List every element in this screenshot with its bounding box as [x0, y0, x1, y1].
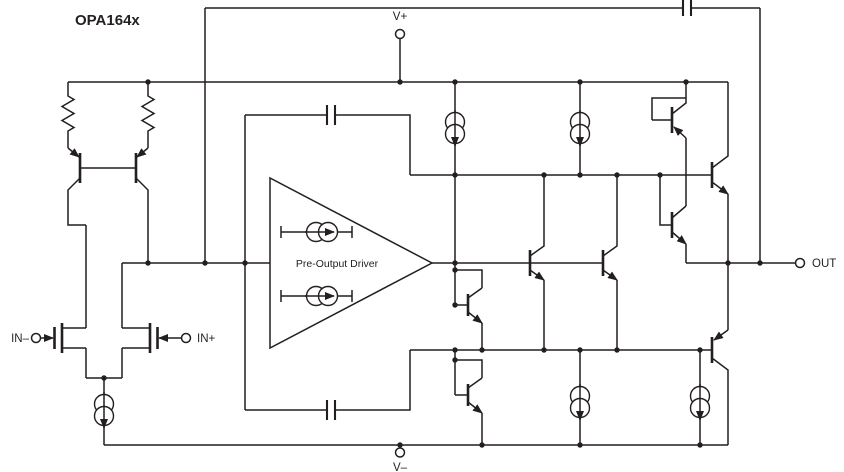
compensation-capacitor [681, 0, 693, 16]
page-title: OPA164x [75, 12, 140, 29]
amplifier-triangle [269, 176, 434, 350]
in-minus-label: IN– [11, 333, 30, 345]
miller-compensation [204, 0, 761, 263]
load-resistor-left [60, 82, 76, 148]
out-terminal [794, 257, 806, 269]
diode-transistor-upper [455, 269, 483, 350]
cascode-transistor-right [134, 147, 149, 263]
junction-dots [101, 79, 763, 448]
current-source-top-right [569, 110, 591, 147]
vminus-label: V– [393, 462, 408, 472]
input-stage [40, 82, 270, 445]
in-plus-label: IN+ [197, 333, 216, 345]
output-transistor-bottom [710, 263, 729, 445]
driver-transistor-first [528, 175, 545, 350]
power-rails [68, 38, 728, 448]
tail-current-source [93, 392, 115, 429]
driver-current-source-upper [305, 221, 339, 243]
driver-current-source-lower [305, 285, 339, 307]
driver-transistor-second [601, 175, 618, 350]
vplus-terminal [394, 28, 406, 40]
in-plus-terminal [180, 332, 192, 344]
output-stage [686, 82, 795, 445]
out-label: OUT [812, 258, 836, 270]
feedback-capacitor-bottom [325, 400, 337, 420]
feedback-capacitor-top [325, 105, 337, 125]
cascode-driver-transistor [659, 175, 687, 263]
in-minus-terminal [30, 332, 42, 344]
input-jfet-right [122, 323, 182, 353]
output-transistor-top [710, 82, 729, 263]
current-source-top-left [444, 110, 466, 147]
vplus-label: V+ [393, 11, 408, 23]
current-source-bottom-right [689, 384, 711, 421]
mirror-transistor-diode [651, 82, 687, 206]
bias-network [410, 82, 712, 445]
current-source-bottom-left [569, 384, 591, 421]
diode-transistor-lower [455, 359, 483, 445]
input-jfet-left [40, 323, 86, 353]
pre-output-driver: Pre-Output Driver [244, 105, 603, 420]
load-resistor-right [140, 82, 156, 148]
terminals: V+ V– IN– IN+ OUT [11, 11, 836, 472]
cascode-transistor-left [67, 147, 86, 226]
driver-label: Pre-Output Driver [296, 258, 379, 270]
vminus-terminal [394, 447, 406, 458]
